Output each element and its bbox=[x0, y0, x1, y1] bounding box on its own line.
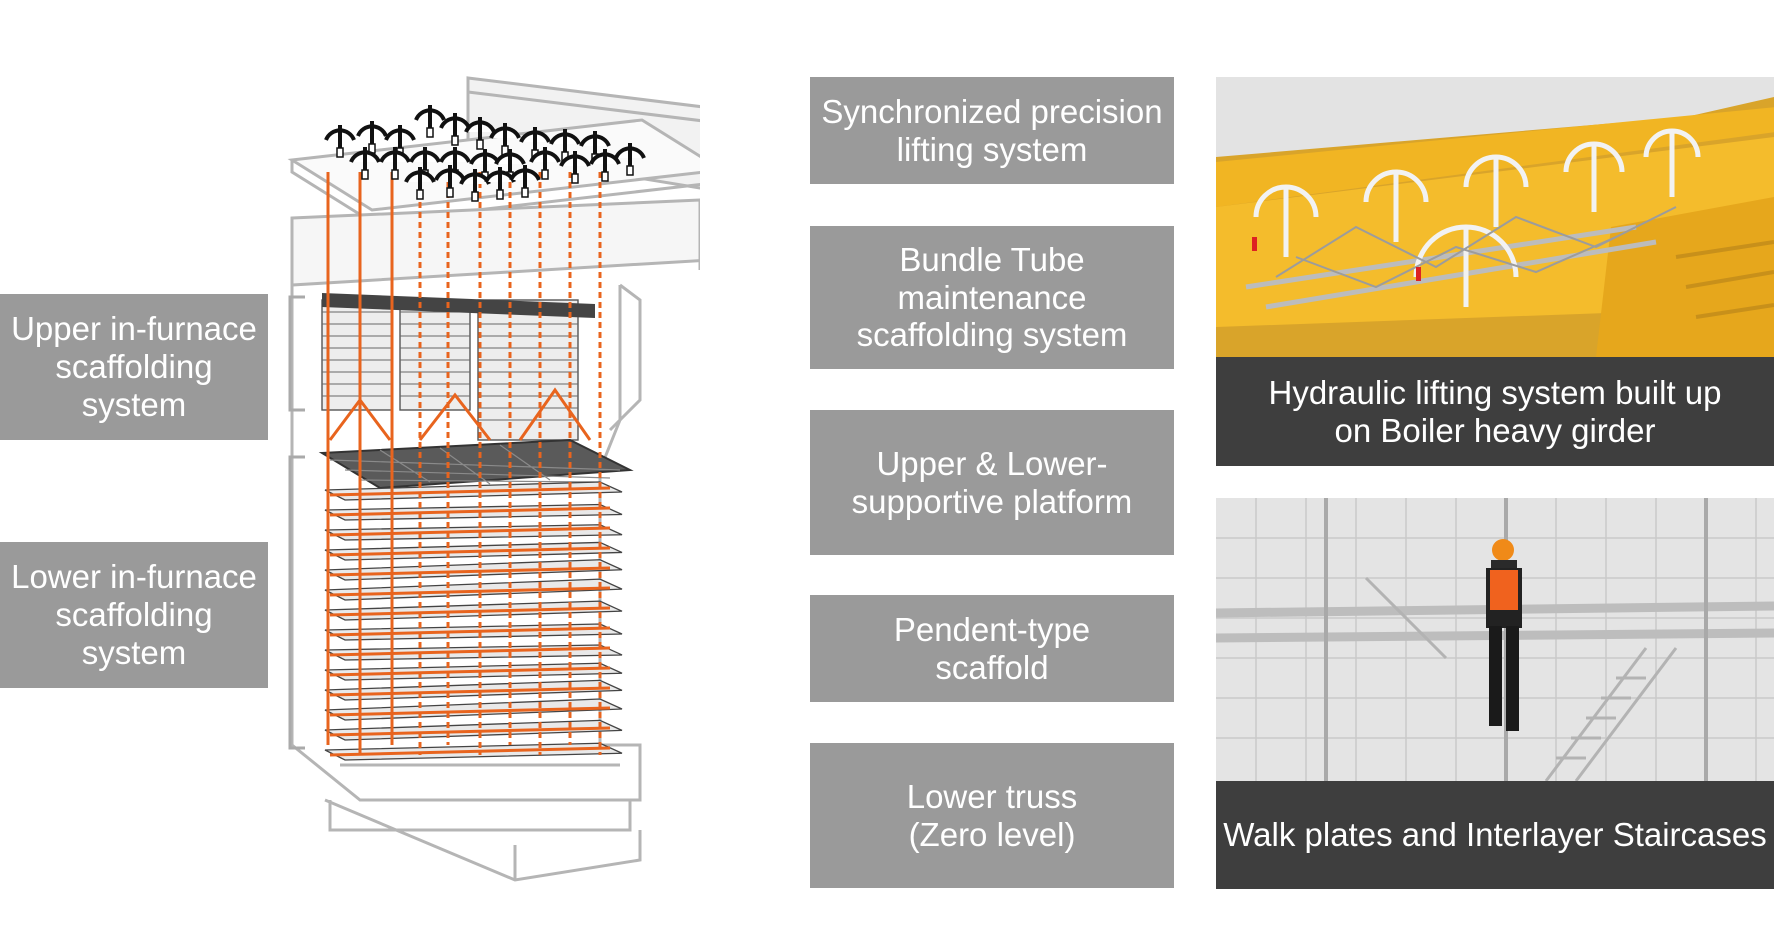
lower-truss-label: Lower truss (Zero level) bbox=[810, 743, 1174, 888]
hydraulic-jack bbox=[549, 129, 581, 162]
hydraulic-jack bbox=[614, 143, 646, 176]
walk-plates-caption: Walk plates and Interlayer Staircases bbox=[1216, 781, 1774, 889]
lower-in-furnace-label: Lower in-furnace scaffolding system bbox=[0, 542, 268, 688]
deck-cable bbox=[329, 546, 611, 557]
deck-cable bbox=[329, 506, 611, 517]
deck-cable bbox=[329, 706, 611, 717]
hydraulic-jack bbox=[464, 117, 496, 150]
hydraulic-jack bbox=[589, 149, 621, 182]
pendent-scaffold-label: Pendent-type scaffold bbox=[810, 595, 1174, 702]
deck-cable bbox=[329, 726, 611, 737]
hydraulic-jack bbox=[559, 151, 591, 184]
hydraulic-jack bbox=[324, 125, 356, 158]
hydraulic-jack bbox=[414, 105, 446, 138]
hydraulic-lifting-photo bbox=[1216, 77, 1774, 357]
hydraulic-jack bbox=[529, 147, 561, 180]
hydraulic-jack bbox=[439, 147, 471, 180]
hydraulic-jack bbox=[509, 165, 541, 198]
hydraulic-jack bbox=[404, 167, 436, 200]
hydraulic-jack bbox=[379, 147, 411, 180]
support-cable bbox=[328, 387, 592, 441]
deck-cable bbox=[329, 486, 611, 497]
hydraulic-jack bbox=[519, 127, 551, 160]
hydraulic-jack bbox=[439, 113, 471, 146]
deck-cable bbox=[329, 626, 611, 637]
bundle-tube-label: Bundle Tube maintenance scaffolding syst… bbox=[810, 226, 1174, 369]
deck-cable bbox=[329, 746, 611, 757]
hydraulic-jack bbox=[356, 121, 388, 154]
deck-cable bbox=[329, 646, 611, 657]
deck-cable bbox=[329, 586, 611, 597]
scaffold-deck bbox=[324, 559, 623, 581]
support-platform-label: Upper & Lower- supportive platform bbox=[810, 410, 1174, 555]
deck-cable bbox=[329, 666, 611, 677]
upper-in-furnace-label: Upper in-furnace scaffolding system bbox=[0, 294, 268, 440]
hydraulic-caption: Hydraulic lifting system built up on Boi… bbox=[1216, 357, 1774, 466]
deck-cable bbox=[329, 566, 611, 577]
deck-cable bbox=[329, 606, 611, 617]
hydraulic-jack bbox=[494, 149, 526, 182]
hydraulic-jack bbox=[349, 147, 381, 180]
lifting-system-label: Synchronized precision lifting system bbox=[810, 77, 1174, 184]
hydraulic-jack bbox=[489, 123, 521, 156]
deck-cable bbox=[329, 526, 611, 537]
walk-plates-photo bbox=[1216, 498, 1774, 781]
scaffold-deck bbox=[324, 578, 623, 601]
boiler-scaffold-diagram bbox=[287, 76, 700, 882]
deck-cable bbox=[329, 686, 611, 697]
hydraulic-jack bbox=[434, 165, 466, 198]
